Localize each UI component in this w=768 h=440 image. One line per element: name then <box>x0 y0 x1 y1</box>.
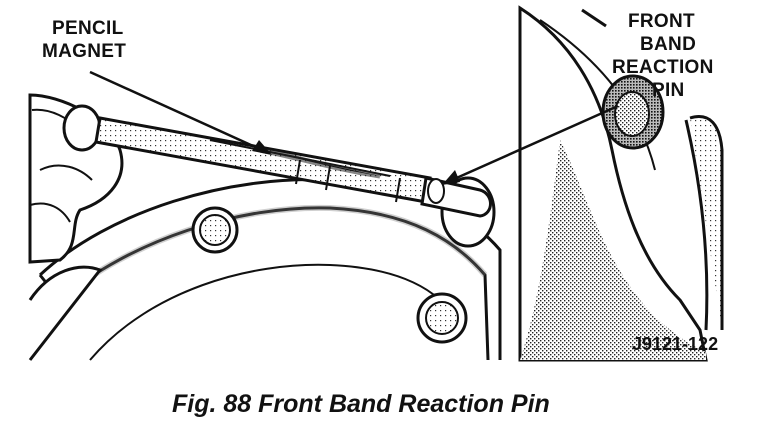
pencil-magnet-tool <box>94 116 492 218</box>
reaction-pin-boss <box>601 74 665 150</box>
leader-reaction-pin <box>442 104 619 185</box>
leader-pencil-magnet <box>89 70 272 155</box>
label-pin: PIN <box>652 80 685 101</box>
label-magnet: MAGNET <box>42 41 126 62</box>
label-reaction: REACTION <box>612 57 714 78</box>
bolt-lower <box>416 292 468 344</box>
label-front: FRONT <box>628 11 695 32</box>
bolt-upper <box>191 206 239 254</box>
figure-code: J9121-122 <box>632 334 718 354</box>
transmission-case <box>518 5 724 362</box>
label-band: BAND <box>640 34 696 55</box>
figure-caption: Fig. 88 Front Band Reaction Pin <box>172 390 550 418</box>
label-pencil: PENCIL <box>52 18 124 39</box>
